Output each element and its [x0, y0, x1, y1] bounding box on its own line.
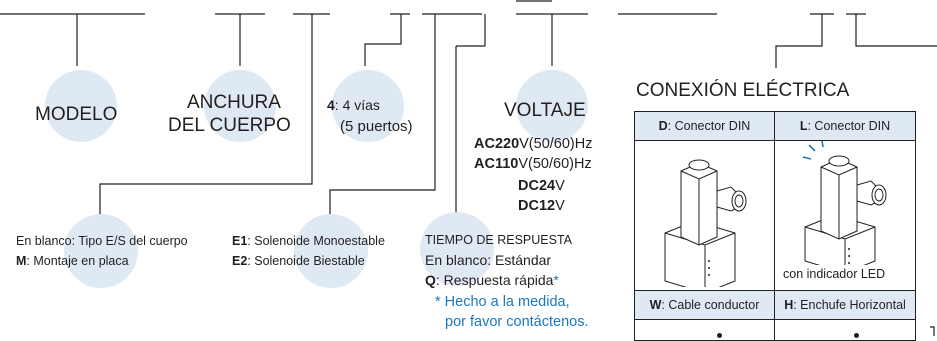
connection-h-text: : Enchufe Horizontal — [793, 298, 906, 312]
voltage-unit: V — [555, 198, 565, 214]
body-width-label-line1: ANCHURA — [187, 92, 281, 113]
solenoid-e1-code: E1 — [232, 234, 248, 248]
voltage-unit: V(50/60)Hz — [518, 156, 592, 172]
ways-label: 4: 4 vías — [327, 96, 380, 115]
voltage-ac110: AC110V(50/60)Hz — [474, 155, 592, 174]
response-q: Q: Respuesta rápida* — [425, 271, 559, 290]
model-circle — [45, 70, 117, 142]
connection-h-code: H — [784, 298, 794, 312]
body-type-circle — [64, 214, 138, 288]
connection-title: CONEXIÓN ELÉCTRICA — [636, 80, 850, 101]
response-blank: En blanco: Estándar — [425, 252, 552, 268]
body-type-m-text: : Montaje en placa — [26, 254, 129, 268]
din-connector-led-icon — [802, 140, 887, 274]
ways-ports: (5 puertos) — [340, 118, 413, 135]
response-note-line2: por favor contáctenos. — [445, 314, 589, 330]
body-width-circle — [204, 70, 276, 142]
voltage-code: AC220 — [474, 136, 520, 152]
connection-l-header: L: Conector DIN — [774, 111, 916, 141]
connection-l-image-cell: con indicador LED — [774, 140, 916, 291]
ways-text: : 4 vías — [334, 97, 380, 113]
response-q-text: : Respuesta rápida — [435, 272, 554, 288]
solenoid-e2-code: E2 — [232, 254, 248, 268]
voltage-unit: V — [555, 178, 565, 194]
solenoid-e1-text: : Solenoide Monoestable — [247, 234, 385, 248]
connection-w-code: W — [649, 298, 662, 312]
connection-l-code: L — [799, 119, 808, 133]
solenoid-e2: E2: Solenoide Biestable — [232, 252, 365, 270]
connection-l-text: : Conector DIN — [807, 119, 891, 133]
connection-d-text: : Conector DIN — [667, 119, 751, 133]
solenoid-e1: E1: Solenoide Monoestable — [232, 232, 385, 250]
response-circle — [420, 212, 494, 286]
voltage-label: VOLTAJE — [504, 100, 586, 121]
connection-d-header: D: Conector DIN — [634, 111, 775, 141]
voltage-code: AC110 — [474, 156, 519, 172]
connection-d-image-cell — [634, 140, 775, 294]
body-type-m-code: M — [16, 254, 27, 268]
response-q-code: Q — [425, 272, 436, 288]
response-title: TIEMPO DE RESPUESTA — [425, 233, 573, 247]
connection-w-image-cell — [634, 319, 775, 341]
body-type-blank: En blanco: Tipo E/S del cuerpo — [16, 234, 188, 248]
ways-code: 4 — [327, 97, 335, 113]
connection-h-header: H: Enchufe Horizontal — [774, 290, 916, 320]
response-asterisk: * — [553, 272, 559, 288]
connection-w-text: : Cable conductor — [661, 298, 760, 312]
plug-hint-icon — [854, 333, 859, 338]
connection-table: D: Conector DIN L: Conector DIN — [634, 111, 916, 341]
solenoid-circle — [294, 214, 368, 288]
cable-hint-icon — [717, 333, 722, 338]
voltage-dc24: DC24V — [518, 177, 565, 196]
connection-d-code: D — [658, 119, 668, 133]
body-width-label-line2: DEL CUERPO — [168, 115, 291, 136]
voltage-dc12: DC12V — [518, 197, 565, 216]
connection-w-header: W: Cable conductor — [634, 290, 775, 320]
connection-h-image-cell — [774, 319, 916, 341]
solenoid-e2-text: : Solenoide Biestable — [247, 254, 365, 268]
model-label: MODELO — [35, 104, 118, 125]
voltage-code: DC12 — [518, 198, 556, 214]
body-type-m: M: Montaje en placa — [16, 252, 129, 270]
din-connector-icon — [664, 159, 747, 294]
voltage-circle — [516, 70, 588, 142]
connection-led-caption: con indicador LED — [783, 267, 886, 281]
ways-circle — [332, 70, 404, 142]
voltage-ac220: AC220V(50/60)Hz — [474, 135, 592, 154]
voltage-code: DC24 — [518, 178, 556, 194]
response-note-line1: * Hecho a la medida, — [435, 294, 570, 310]
voltage-unit: V(50/60)Hz — [519, 136, 593, 152]
